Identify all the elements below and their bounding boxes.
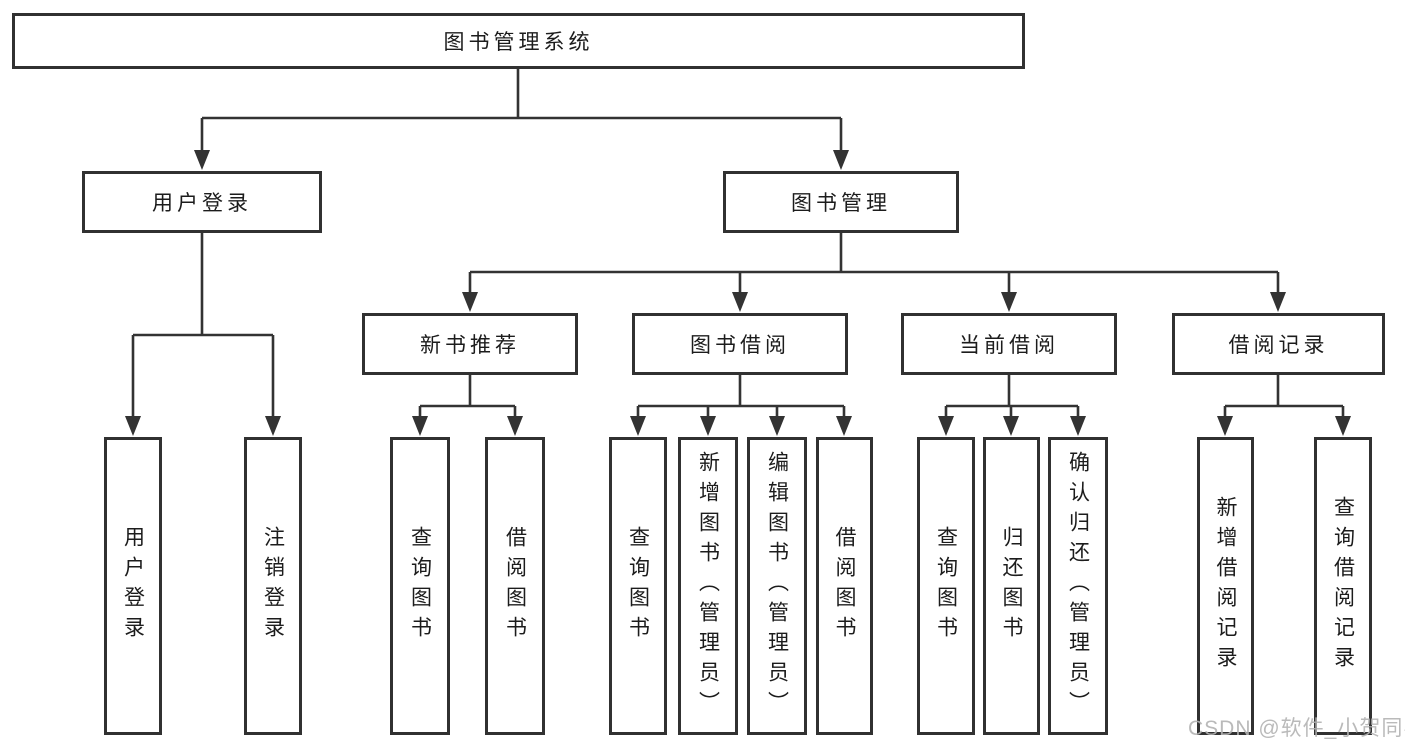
node-new-book-recommend-label: 新书推荐 <box>420 334 520 357</box>
node-leaf-borrow-books-recommend: 借阅图书 <box>485 437 545 735</box>
node-leaf-query-borrow-record-label: 查询借阅记录 <box>1331 496 1355 676</box>
node-root-label: 图书管理系统 <box>443 31 594 54</box>
node-borrowing-records: 借阅记录 <box>1172 313 1385 375</box>
node-leaf-query-books-recommend-label: 查询图书 <box>408 526 432 646</box>
node-borrowing-records-label: 借阅记录 <box>1228 334 1329 357</box>
node-current-borrowing-label: 当前借阅 <box>959 334 1059 357</box>
node-new-book-recommend: 新书推荐 <box>362 313 578 375</box>
node-leaf-logout: 注销登录 <box>244 437 302 735</box>
node-leaf-edit-books-admin-label: 编辑图书（管理员） <box>765 451 789 721</box>
node-leaf-add-books-admin-label: 新增图书（管理员） <box>696 451 720 721</box>
node-leaf-query-books-borrowing: 查询图书 <box>609 437 667 735</box>
node-current-borrowing: 当前借阅 <box>901 313 1117 375</box>
node-leaf-edit-books-admin: 编辑图书（管理员） <box>747 437 807 735</box>
node-leaf-query-books-recommend: 查询图书 <box>390 437 450 735</box>
node-leaf-add-borrow-record: 新增借阅记录 <box>1197 437 1254 735</box>
node-leaf-add-books-admin: 新增图书（管理员） <box>678 437 738 735</box>
node-book-management-label: 图书管理 <box>791 192 891 215</box>
node-user-login-label: 用户登录 <box>152 192 252 215</box>
node-leaf-confirm-return-admin-label: 确认归还（管理员） <box>1066 451 1090 721</box>
node-leaf-add-borrow-record-label: 新增借阅记录 <box>1214 496 1237 676</box>
node-leaf-query-borrow-record: 查询借阅记录 <box>1314 437 1372 735</box>
node-leaf-query-books-borrowing-label: 查询图书 <box>626 526 650 646</box>
node-leaf-return-books-label: 归还图书 <box>1000 526 1023 646</box>
node-leaf-borrow-books-borrowing: 借阅图书 <box>816 437 873 735</box>
node-root: 图书管理系统 <box>12 13 1025 69</box>
node-leaf-borrow-books-borrowing-label: 借阅图书 <box>833 526 856 646</box>
node-leaf-logout-label: 注销登录 <box>261 526 285 646</box>
node-book-borrowing-label: 图书借阅 <box>690 334 790 357</box>
node-leaf-user-login-label: 用户登录 <box>121 526 145 646</box>
node-book-management: 图书管理 <box>723 171 959 233</box>
node-leaf-confirm-return-admin: 确认归还（管理员） <box>1048 437 1108 735</box>
watermark: CSDN @软件_小贺同学 <box>1188 717 1405 740</box>
node-leaf-borrow-books-recommend-label: 借阅图书 <box>503 526 527 646</box>
node-leaf-user-login: 用户登录 <box>104 437 162 735</box>
node-leaf-return-books: 归还图书 <box>983 437 1040 735</box>
node-leaf-query-books-current-label: 查询图书 <box>934 526 958 646</box>
node-leaf-query-books-current: 查询图书 <box>917 437 975 735</box>
node-user-login: 用户登录 <box>82 171 322 233</box>
node-book-borrowing: 图书借阅 <box>632 313 848 375</box>
